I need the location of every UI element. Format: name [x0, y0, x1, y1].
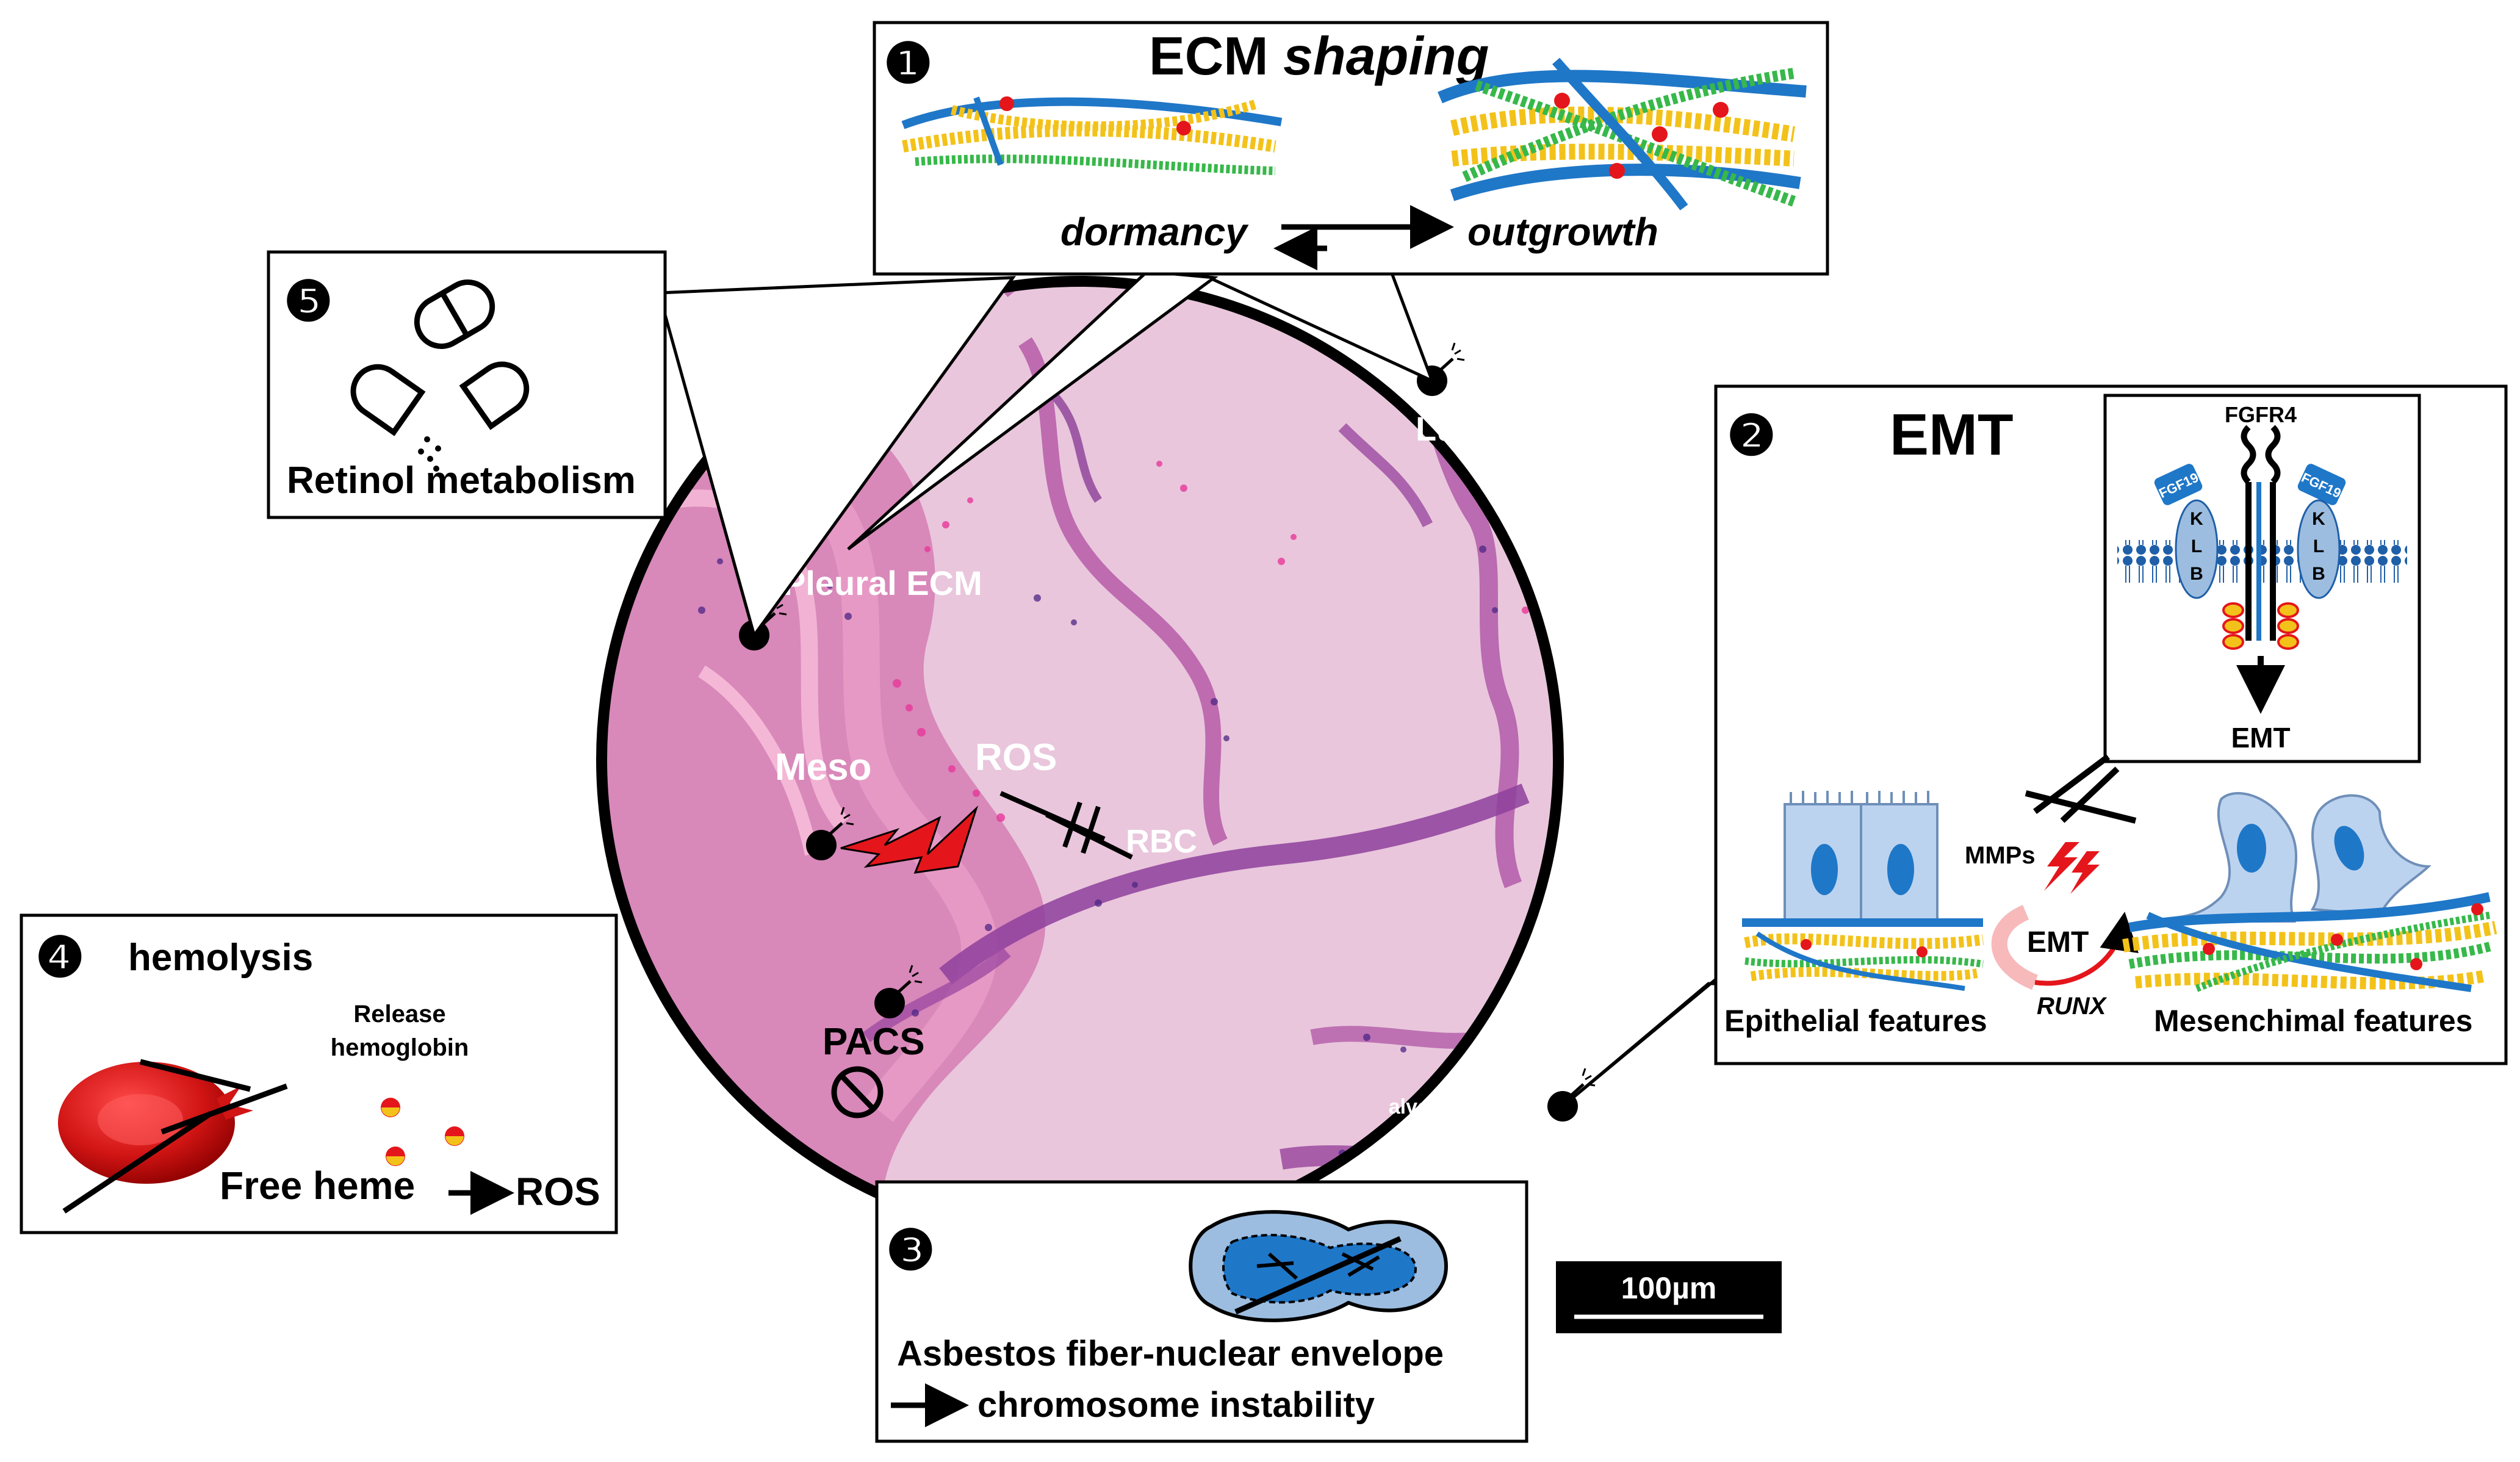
label-mesenchimal-features: Mesenchimal features — [2154, 1004, 2472, 1038]
label-dormancy: dormancy — [1060, 210, 1249, 254]
label-ros-hemolysis: ROS — [516, 1170, 600, 1214]
label-fgfr4: FGFR4 — [2225, 402, 2297, 427]
label-outgrowth: outgrowth — [1467, 210, 1658, 254]
label-inset-emt: EMT — [2231, 722, 2290, 754]
epithelial-cells — [1784, 791, 1939, 921]
ecm-dormancy-graphic — [901, 96, 1283, 175]
label-hemoglobin: hemoglobin — [331, 1034, 469, 1061]
fgf19-klb-right: FGF19 K L B — [2297, 464, 2346, 599]
label-chromosome-instability: chromosome instability — [977, 1385, 1375, 1425]
epithelial-ecm — [1742, 918, 1984, 991]
rbc-inhibition — [999, 791, 1133, 860]
scale-bar-label: 100µm — [1621, 1271, 1717, 1305]
powder-dots — [418, 436, 441, 472]
panel4-title: hemolysis — [128, 937, 313, 979]
label-retinol-metabolism: Retinol metabolism — [287, 459, 636, 502]
micrograph — [596, 276, 1564, 1244]
label-meso: Meso — [775, 746, 871, 788]
svg-text:B: B — [2312, 564, 2325, 584]
label-mmps: MMPs — [1965, 842, 2036, 869]
panel3-number: ❸ — [886, 1220, 935, 1281]
panel-retinol: ❺ Retinol metabolism — [267, 250, 667, 519]
bomb-icon — [806, 807, 854, 860]
panel2-title: EMT — [1890, 402, 2014, 467]
hemoglobin-icons — [381, 1098, 464, 1166]
label-alveolar-space: space — [1399, 1123, 1457, 1146]
label-runx: RUNX — [2037, 993, 2108, 1020]
panel-hemolysis: ❹ hemolysis Release hemoglobin Free heme… — [20, 913, 618, 1234]
bomb-icon — [874, 965, 923, 1018]
red-blood-cell-icon — [58, 1062, 253, 1184]
ros-lightning-icon — [840, 805, 979, 874]
panel2-number: ❷ — [1727, 406, 1776, 467]
panel5-number: ❺ — [284, 272, 333, 333]
label-pacs: PACS — [823, 1021, 925, 1063]
label-asbestos-envelope: Asbestos fiber-nuclear envelope — [897, 1334, 1444, 1374]
svg-text:L: L — [2191, 536, 2202, 556]
label-release: Release — [353, 1001, 445, 1028]
label-pleural-ecm: Pleural ECM — [783, 564, 982, 602]
fgf19-klb-left: FGF19 K L B — [2154, 464, 2219, 599]
svg-text:K: K — [2190, 509, 2203, 529]
cell-membrane — [2117, 540, 2407, 583]
label-emt-transition: EMT — [2027, 926, 2089, 959]
label-epithelial-features: Epithelial features — [1724, 1004, 1987, 1038]
svg-text:L: L — [2313, 536, 2324, 556]
fgfr4-inset: FGFR4 FGF19 K L B FGF19 — [2103, 394, 2421, 763]
panel1-number: ❶ — [884, 34, 933, 95]
receptor-chains — [2241, 425, 2281, 641]
phospho-sites — [2222, 602, 2299, 650]
asbestos-fibers — [62, 1059, 288, 1214]
label-alveolar: alveolar — [1389, 1095, 1467, 1118]
panel-chromosome: ❸ Asbestos fiber-nuclear envelope chromo… — [875, 1180, 1528, 1443]
mmps-lightning-icon-2 — [2070, 851, 2100, 894]
label-free-heme: Free heme — [220, 1164, 415, 1208]
bomb-icon — [1547, 1068, 1596, 1122]
mmps-fibers — [2025, 754, 2137, 824]
mesenchymal-cells — [2153, 792, 2432, 923]
emt-transition-arrow — [1991, 905, 2039, 990]
mmps-lightning-icon — [2044, 842, 2079, 891]
label-lung-ecm: Lung ECM — [1416, 409, 1585, 448]
mesenchymal-ecm — [2122, 892, 2497, 992]
panel4-number: ❹ — [35, 927, 85, 988]
label-rbc: RBC — [1126, 823, 1197, 860]
scale-bar: 100µm — [1556, 1261, 1782, 1333]
pacs-prohibited-icon — [831, 1066, 884, 1118]
panel-emt: ❷ EMT FGFR4 FGF19 K L B — [1714, 384, 2508, 1065]
panel-ecm-shaping: ❶ ECM shaping dormancy outgrowt — [873, 21, 1829, 276]
nucleus-icon — [1189, 1210, 1449, 1322]
svg-text:B: B — [2190, 564, 2203, 584]
ecm-outgrowth-graphic — [1438, 57, 1807, 211]
svg-text:K: K — [2312, 509, 2325, 529]
capsule-pill-icon — [350, 279, 530, 436]
label-ros-micrograph: ROS — [975, 736, 1057, 779]
panel1-title: ECM shaping — [1149, 26, 1489, 86]
